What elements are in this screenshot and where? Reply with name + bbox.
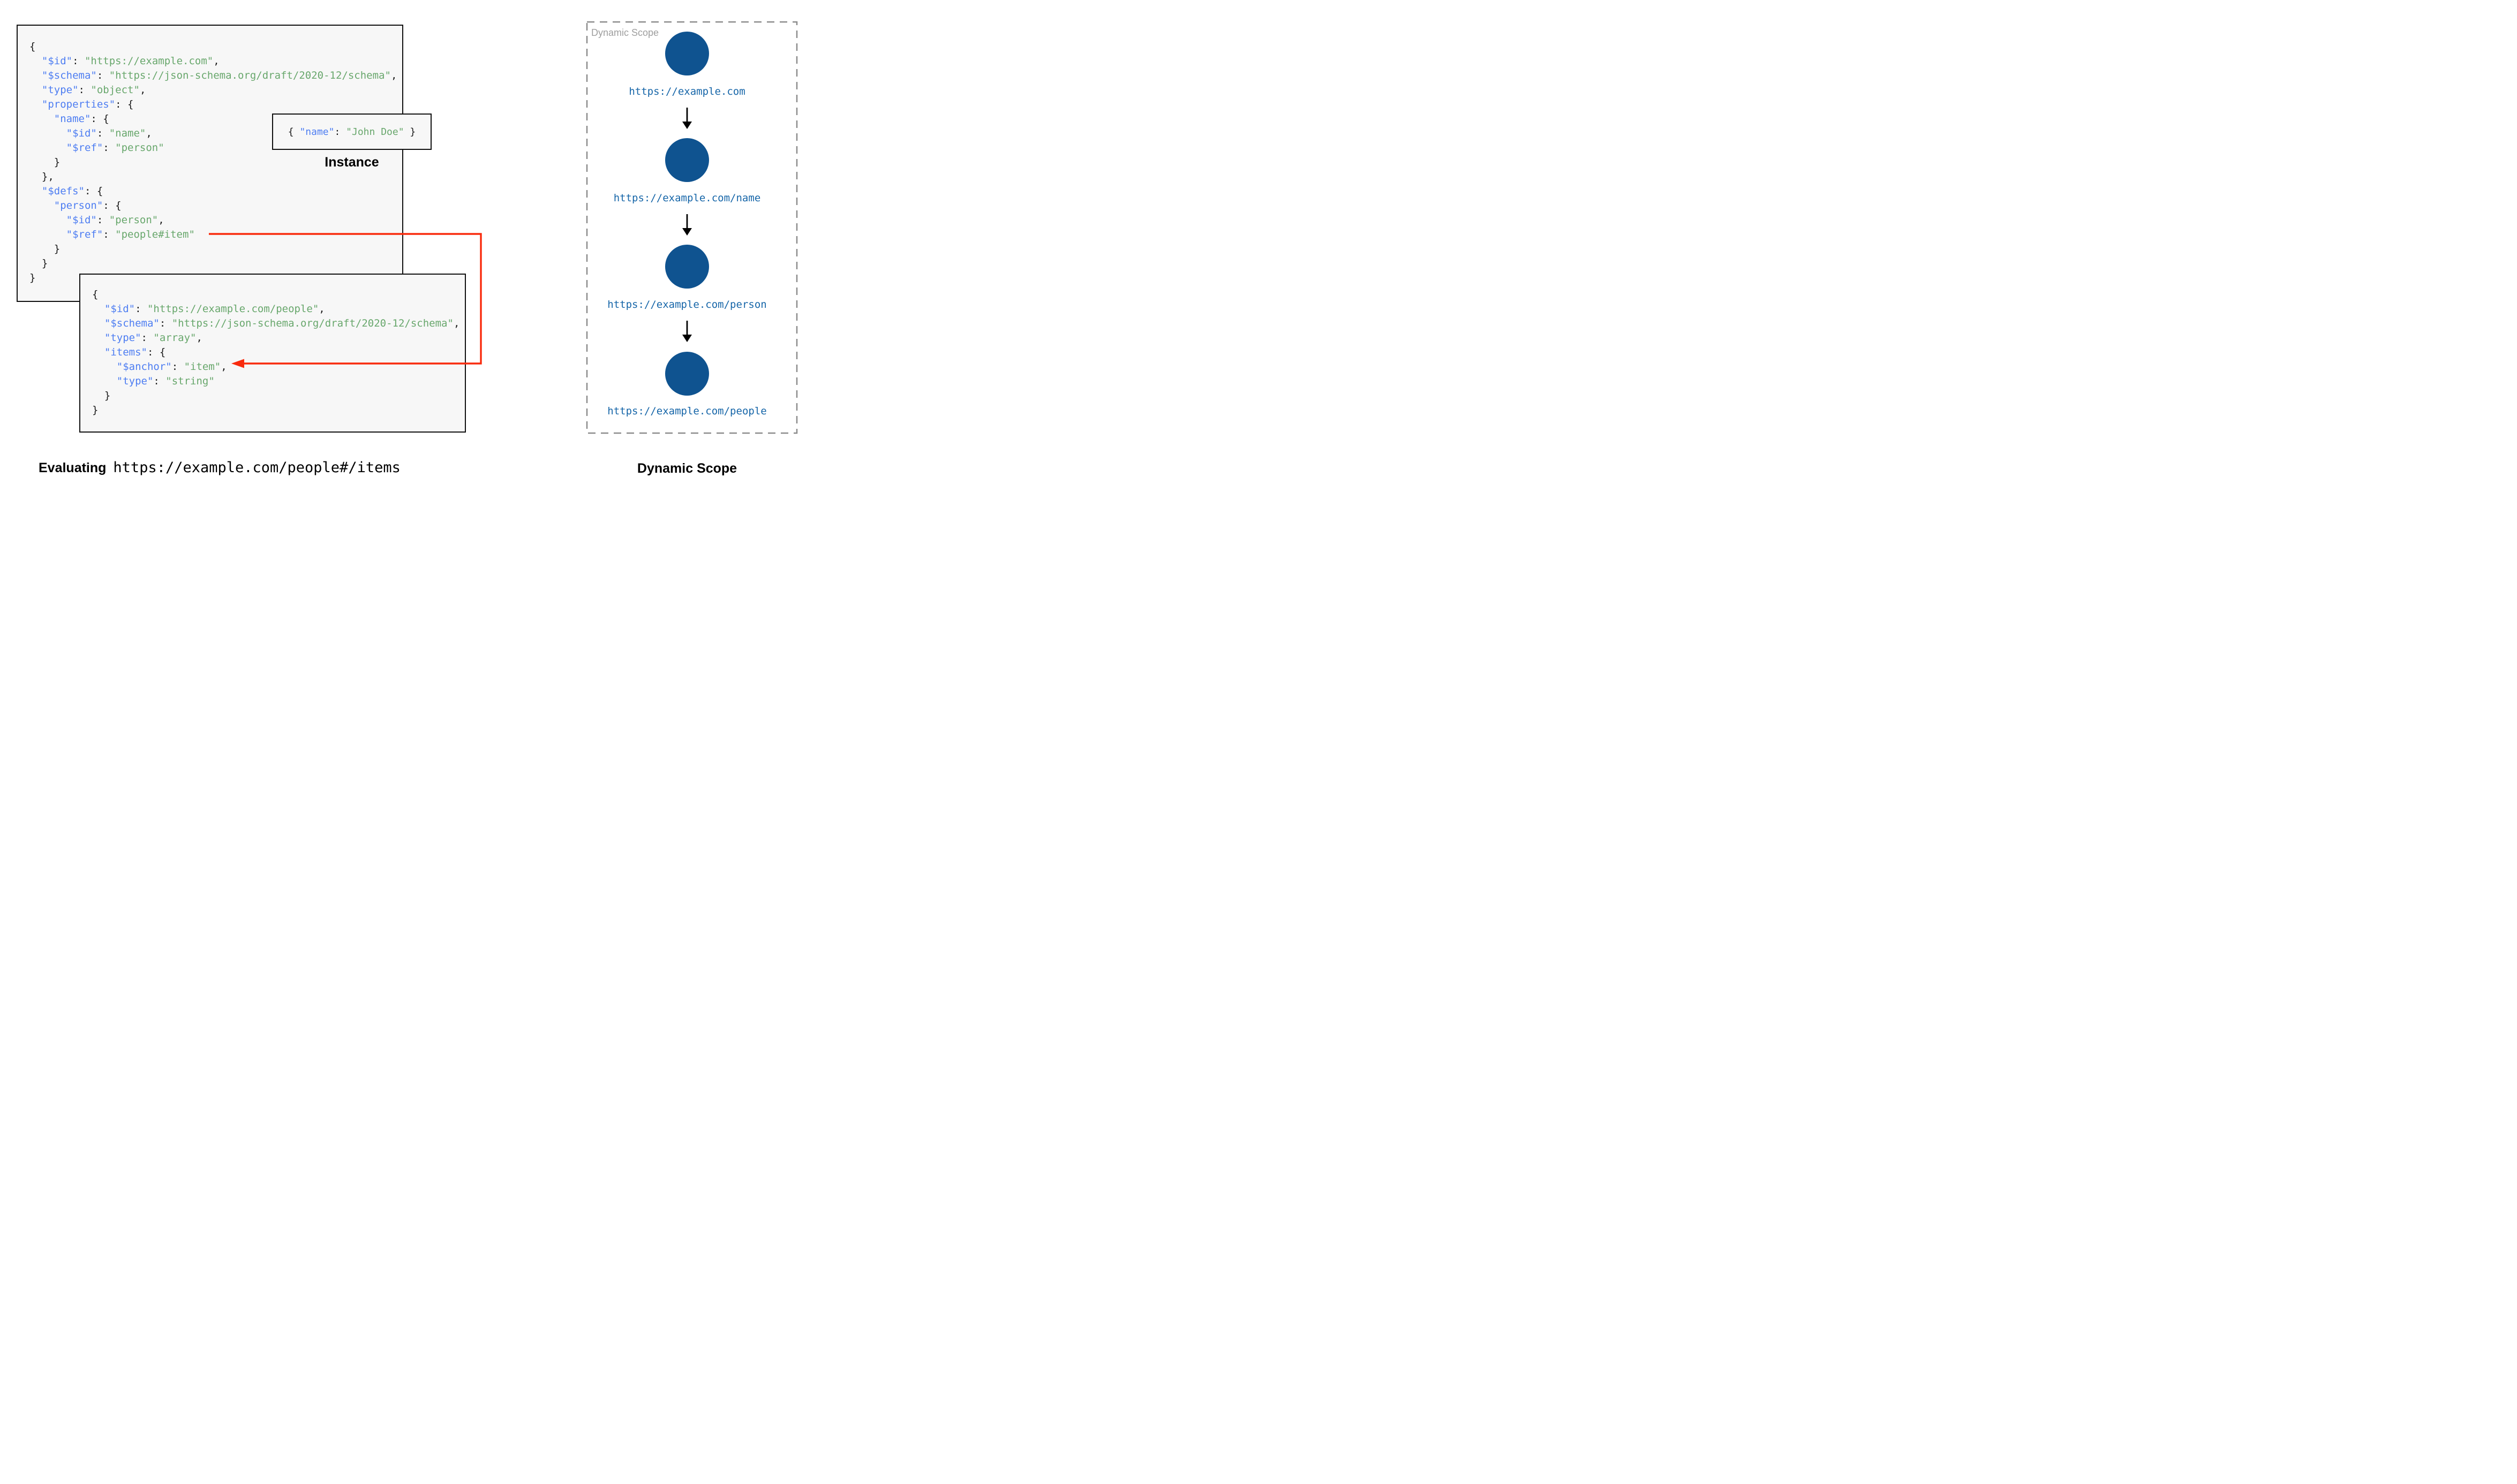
scope-node-url: https://example.com/people (607, 405, 767, 417)
scope-node-circle-icon (665, 352, 709, 396)
instance-caption: Instance (325, 155, 379, 170)
scope-flow-arrow-icon (682, 321, 692, 342)
scope-node-url: https://example.com (629, 86, 745, 97)
evaluating-caption: Evaluating https://example.com/people#/i… (39, 459, 401, 476)
evaluating-label: Evaluating (39, 460, 107, 475)
dynamic-scope-caption: Dynamic Scope (637, 461, 737, 476)
scope-flow-arrow-icon (682, 214, 692, 236)
schema-people-box: { "$id": "https://example.com/people", "… (79, 274, 466, 433)
instance-box: { "name": "John Doe" } (272, 113, 432, 150)
scope-node-circle-icon (665, 32, 709, 75)
evaluating-uri: https://example.com/people#/items (113, 459, 401, 476)
scope-flow-arrow-icon (682, 108, 692, 129)
schema-root-code: { "$id": "https://example.com", "$schema… (29, 41, 397, 284)
scope-node-circle-icon (665, 245, 709, 289)
scope-node-circle-icon (665, 138, 709, 182)
schema-people-code: { "$id": "https://example.com/people", "… (92, 289, 460, 416)
diagram-canvas: { "$id": "https://example.com", "$schema… (0, 0, 839, 495)
instance-code: { "name": "John Doe" } (288, 126, 416, 138)
scope-node-url: https://example.com/name (613, 192, 761, 204)
dynamic-scope-panel-label: Dynamic Scope (591, 27, 659, 38)
scope-node-url: https://example.com/person (607, 299, 767, 311)
